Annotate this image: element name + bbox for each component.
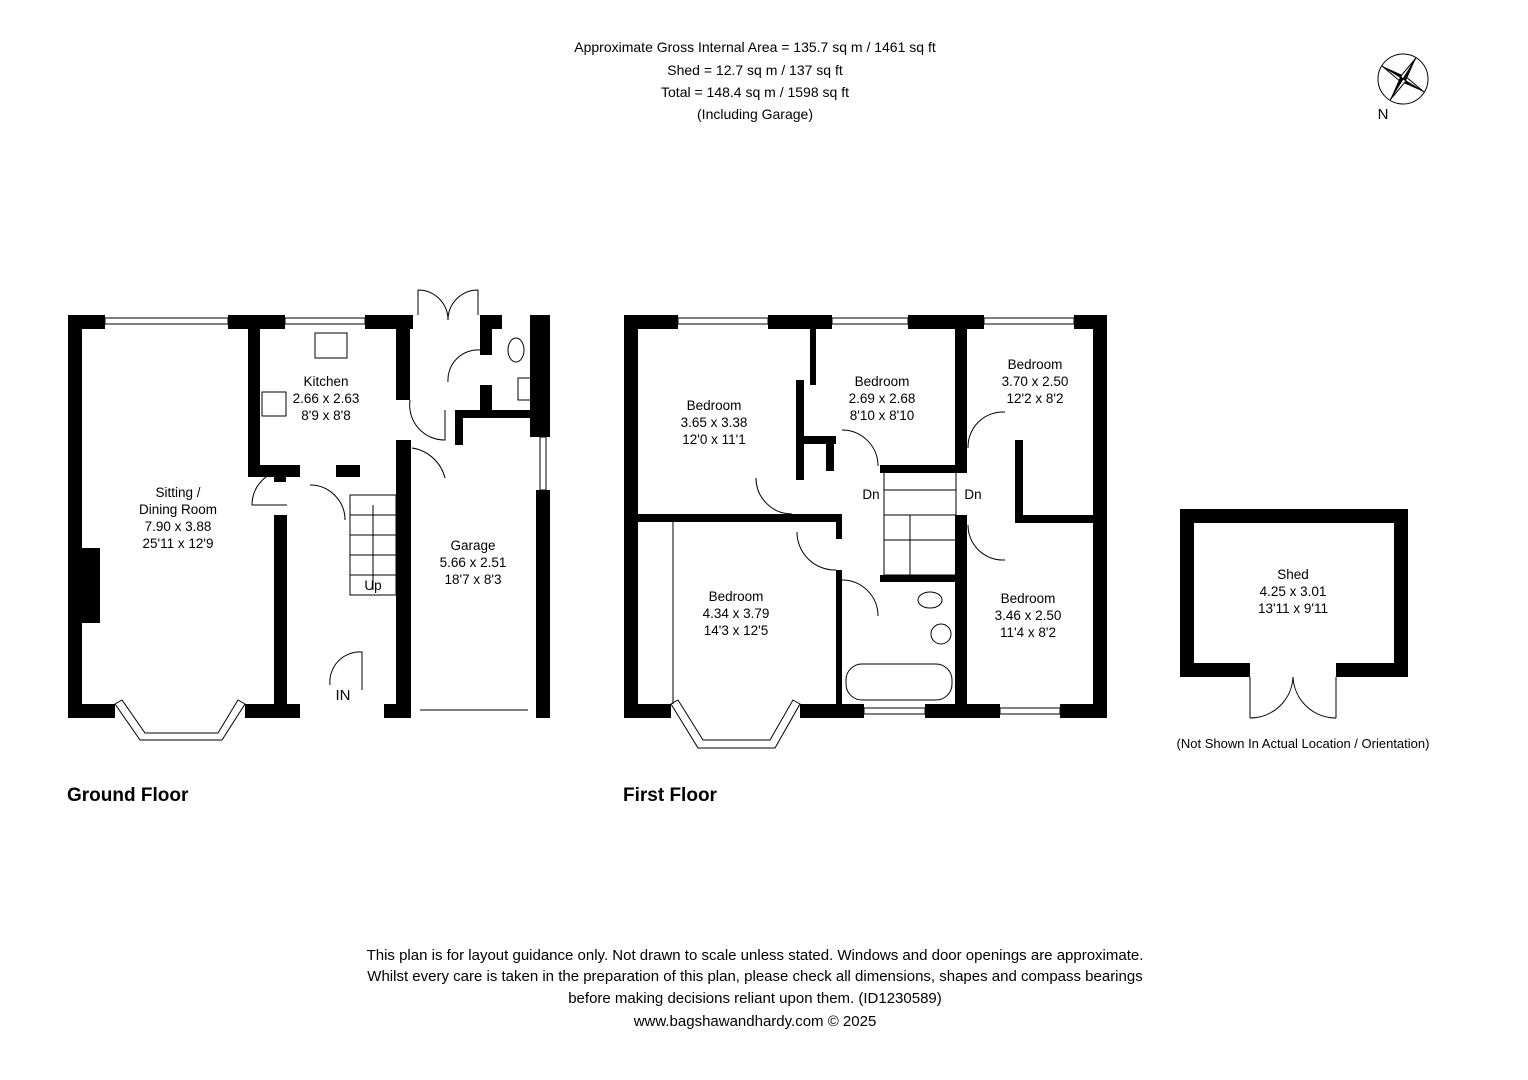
- disclaimer-line-2: Whilst every care is taken in the prepar…: [367, 968, 1143, 985]
- front-door-swing: [329, 651, 363, 690]
- area-line-2: Shed = 12.7 sq m / 137 sq ft: [667, 62, 843, 78]
- compass-star-icon: [1377, 53, 1429, 105]
- toilet-icon: [507, 337, 525, 363]
- stairs-up-label: Up: [364, 578, 382, 593]
- kitchen-window: [284, 317, 366, 325]
- door-swing: [251, 469, 288, 506]
- bay-window: [114, 699, 246, 741]
- sink-icon: [314, 332, 348, 359]
- compass-north-label: N: [1377, 106, 1389, 123]
- area-line-4: (Including Garage): [697, 106, 813, 122]
- area-line-1: Approximate Gross Internal Area = 135.7 …: [574, 39, 936, 55]
- disclaimer-line-1: This plan is for layout guidance only. N…: [366, 947, 1144, 964]
- ground-floor-label: Ground Floor: [67, 785, 189, 806]
- disclaimer-line-3: before making decisions reliant upon the…: [568, 990, 942, 1007]
- area-line-3: Total = 148.4 sq m / 1598 sq ft: [661, 84, 849, 100]
- bath-icon: [845, 663, 953, 701]
- shed-note: (Not Shown In Actual Location / Orientat…: [1176, 736, 1430, 751]
- hob-icon: [261, 391, 287, 417]
- shed-walls: [1180, 509, 1408, 677]
- first-floor-label: First Floor: [623, 785, 717, 806]
- basin-icon: [930, 623, 952, 645]
- garden-doors: [417, 289, 479, 321]
- ground-floor-walls: [68, 315, 550, 718]
- garage-side-window: [539, 436, 547, 491]
- website-link[interactable]: www.bagshawandhardy.com © 2025: [633, 1013, 877, 1030]
- stairs-down-label-right: Dn: [964, 487, 982, 502]
- entrance-label: IN: [335, 687, 351, 704]
- toilet-icon: [917, 591, 943, 609]
- first-floor-walls: [624, 315, 1107, 718]
- basin-icon: [517, 377, 533, 401]
- sliding-door: [104, 317, 229, 325]
- stairs-down-label-left: Dn: [862, 487, 880, 502]
